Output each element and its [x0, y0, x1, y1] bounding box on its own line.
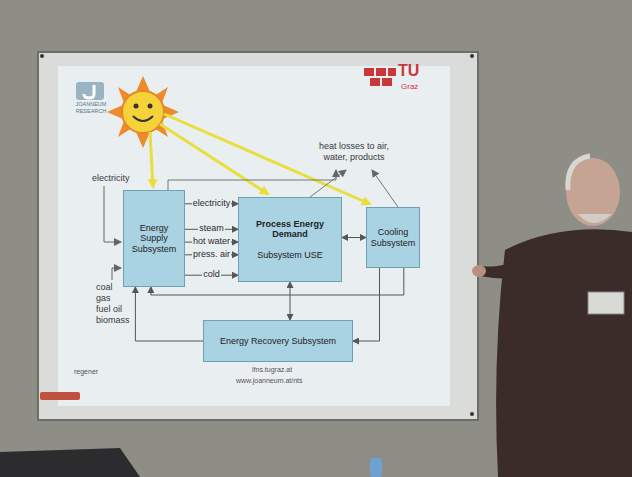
sun-eye	[134, 104, 139, 109]
flow-label: steam	[198, 224, 225, 234]
sun-eye	[148, 104, 153, 109]
box-title: Process Energy Demand	[242, 219, 338, 240]
screen-screw	[470, 412, 474, 416]
supply-box: Energy Supply Subsystem	[123, 190, 185, 287]
input-label: gas	[96, 293, 111, 304]
footer-text: ifns.tugraz.at	[252, 366, 292, 374]
flow-arrow	[290, 282, 291, 320]
heat-loss-line	[310, 170, 346, 197]
sun-icon	[107, 76, 179, 148]
sun-arrow	[150, 132, 153, 187]
flow-label: press. air	[192, 250, 231, 260]
screen-frame	[38, 52, 478, 420]
tu-logo-square	[370, 78, 380, 86]
eraser	[40, 392, 80, 400]
presenter-beard	[578, 214, 612, 223]
box-title: Energy Supply Subsystem	[127, 223, 181, 254]
tu-logo-square	[388, 68, 396, 76]
presenter-hair	[568, 156, 590, 190]
presenter-arm	[480, 262, 520, 279]
heat-loss-line	[372, 170, 398, 207]
projected-slide	[58, 66, 450, 406]
presenter-hand	[472, 265, 486, 277]
input-line	[112, 268, 121, 280]
box-title: Energy Recovery Subsystem	[220, 336, 336, 346]
input-label: biomass	[96, 315, 130, 326]
laptop	[0, 448, 140, 477]
name-badge	[588, 292, 624, 314]
joanneum-logo-mark	[84, 85, 94, 98]
tu-logo-square	[376, 68, 386, 76]
process-box: Process Energy DemandSubsystem USE	[238, 197, 342, 282]
footer-text: www.joanneum.at/nts	[236, 377, 303, 385]
logo-text: TU	[398, 63, 419, 79]
flow-arrow	[342, 237, 366, 238]
input-label: coal	[96, 282, 113, 293]
box-subtitle: Subsystem USE	[257, 250, 323, 260]
input-line	[104, 186, 121, 242]
flow-arrow	[135, 287, 203, 341]
input-label: fuel oil	[96, 304, 122, 315]
logo-text: Graz	[401, 82, 418, 92]
footer-text: regener	[74, 368, 98, 376]
input-label: electricity	[92, 173, 130, 184]
cooling-box: Cooling Subsystem	[366, 207, 420, 268]
note-text: heat losses to air, water, products	[308, 141, 400, 163]
flow-label: cold	[202, 270, 221, 280]
flow-label: hot water	[192, 237, 231, 247]
sun-smile	[133, 116, 153, 121]
tu-logo-square	[364, 68, 374, 76]
box-title: Cooling Subsystem	[370, 227, 416, 248]
flow-label: electricity	[192, 199, 232, 209]
bottle	[370, 458, 382, 477]
sun-face	[122, 91, 164, 133]
presenter	[472, 156, 632, 477]
logo-text: JOANNEUM RESEARCH	[70, 101, 112, 114]
screen-screw	[40, 54, 44, 58]
flow-arrow	[353, 268, 380, 341]
heat-loss-line	[168, 170, 336, 190]
presenter-body	[496, 229, 632, 477]
screen-screw	[470, 54, 474, 58]
joanneum-logo	[76, 82, 104, 100]
recovery-box: Energy Recovery Subsystem	[203, 320, 353, 362]
tu-logo-square	[382, 78, 392, 86]
sun-rays	[107, 76, 179, 148]
